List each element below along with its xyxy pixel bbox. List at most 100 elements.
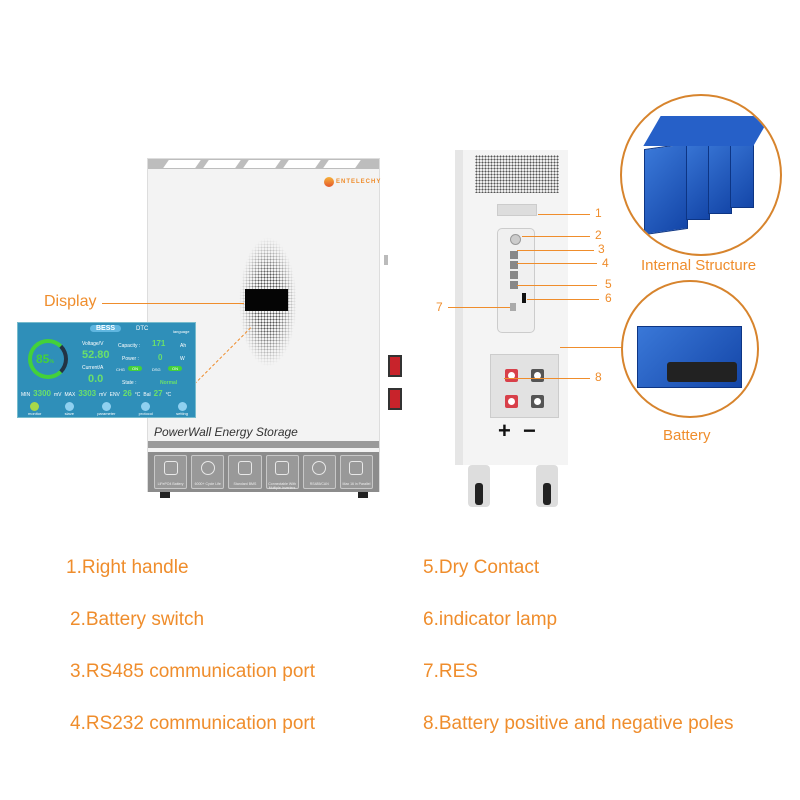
wheel (468, 465, 490, 507)
cell-tops (643, 116, 771, 146)
power-value: 0 (158, 353, 163, 362)
current-label: Current/A (82, 365, 104, 371)
indicator-lamp (522, 293, 526, 303)
voltage-value: 52.80 (82, 349, 110, 361)
feature-item: 6.indicator lamp (423, 609, 558, 630)
leader-2 (522, 236, 590, 237)
terminal-connector (388, 388, 402, 410)
network-icon (312, 461, 327, 475)
callout-8: 8 (595, 370, 602, 384)
capacity-unit: Ah (180, 343, 187, 349)
nav-setting[interactable]: setting (176, 402, 188, 416)
battery-icon (163, 461, 178, 475)
cell-block (686, 136, 710, 220)
feature-parallel: Max 16 in Parallel (339, 455, 374, 489)
feature-bms: Standard BMS (228, 455, 262, 489)
callout-2: 2 (595, 228, 602, 242)
side-unit: + − (455, 150, 568, 465)
screen-nav: monitor slave parameter protocol setting (28, 402, 188, 416)
leader-7 (448, 307, 510, 308)
port (510, 271, 518, 279)
cell-block (644, 142, 688, 236)
nav-protocol[interactable]: protocol (139, 402, 153, 416)
dsg-label: DSG (152, 367, 161, 372)
cycle-icon (200, 461, 215, 475)
leader-6 (527, 299, 599, 300)
screen-tab-dtc[interactable]: DTC (136, 326, 149, 332)
negative-sign: − (523, 418, 536, 443)
feature-rs485-can: RS485/CAN (302, 455, 336, 489)
divider-bar (148, 441, 379, 448)
port-panel (497, 228, 535, 333)
feature-item: 2.Battery switch (70, 609, 205, 630)
feature-item: 4.RS232 communication port (70, 713, 316, 734)
feature-item: 5.Dry Contact (423, 557, 540, 578)
nav-slave[interactable]: slave (65, 402, 74, 416)
leader-5 (517, 285, 597, 286)
internal-structure-inset (620, 94, 782, 256)
battery-label: Battery (663, 427, 711, 444)
positive-terminal (505, 369, 518, 382)
soc-value: 85% (36, 352, 54, 366)
positive-terminal (505, 395, 518, 408)
feature-item: 7.RES (423, 661, 478, 682)
rs232-port (510, 261, 518, 269)
callout-6: 6 (605, 291, 612, 305)
power-unit: W (180, 356, 185, 362)
negative-terminal (531, 369, 544, 382)
nav-monitor[interactable]: monitor (28, 402, 41, 416)
product-title: PowerWall Energy Storage (154, 425, 298, 439)
chg-toggle[interactable]: ON (128, 366, 142, 371)
negative-terminal (531, 395, 544, 408)
terminal-connector (388, 355, 402, 377)
feature-cycle: 6000+ Cycle Life (191, 455, 225, 489)
display-leader (102, 303, 244, 304)
side-knob (384, 255, 388, 265)
foot (160, 492, 170, 498)
front-screen (245, 289, 288, 311)
leader-4 (517, 263, 597, 264)
res-button (510, 303, 516, 311)
state-label: State : (122, 380, 137, 386)
soc-gauge (28, 339, 68, 379)
battery-leader (560, 347, 622, 348)
internal-structure-label: Internal Structure (641, 257, 757, 274)
chg-label: CHG (116, 367, 125, 372)
foot (358, 492, 368, 498)
rs485-port (510, 251, 518, 259)
wheel (536, 465, 558, 507)
display-screen: BESS DTC language 85% Voltage/V 52.80 Cu… (17, 322, 196, 418)
brand-logo: ENTELECHY (324, 177, 381, 187)
feature-strip: LiFePO4 Battery 6000+ Cycle Life Standar… (148, 452, 379, 492)
feature-item: 3.RS485 communication port (70, 661, 316, 682)
inverters-icon (275, 461, 290, 475)
feature-lifepo4: LiFePO4 Battery (154, 455, 188, 489)
display-label: Display (44, 293, 97, 310)
dsg-toggle[interactable]: ON (168, 366, 182, 371)
front-unit: ENTELECHY PowerWall Energy Storage LiFeP… (147, 158, 380, 492)
language-button[interactable]: language (173, 329, 190, 334)
screen-header: BESS (90, 325, 122, 332)
battery-switch (510, 234, 521, 245)
vent-grille (475, 155, 559, 193)
feature-item: 1.Right handle (66, 557, 189, 578)
feature-item: 8.Battery positive and negative poles (423, 713, 734, 734)
callout-5: 5 (605, 277, 612, 291)
nav-parameter[interactable]: parameter (97, 402, 115, 416)
bms-icon (237, 461, 252, 475)
callout-3: 3 (598, 242, 605, 256)
leader-1 (538, 214, 590, 215)
callout-7: 7 (436, 300, 443, 314)
leader-3 (517, 250, 594, 251)
callout-4: 4 (602, 256, 609, 270)
current-value: 0.0 (88, 373, 104, 385)
battery-inset (621, 280, 759, 418)
capacity-value: 171 (152, 339, 166, 348)
power-label: Power : (122, 356, 139, 362)
positive-sign: + (498, 418, 511, 443)
top-band (148, 159, 379, 169)
state-value: Normal (160, 380, 178, 386)
feature-inverters: Connectable With Multiple Inverters (265, 455, 299, 490)
leader-8 (504, 378, 590, 379)
